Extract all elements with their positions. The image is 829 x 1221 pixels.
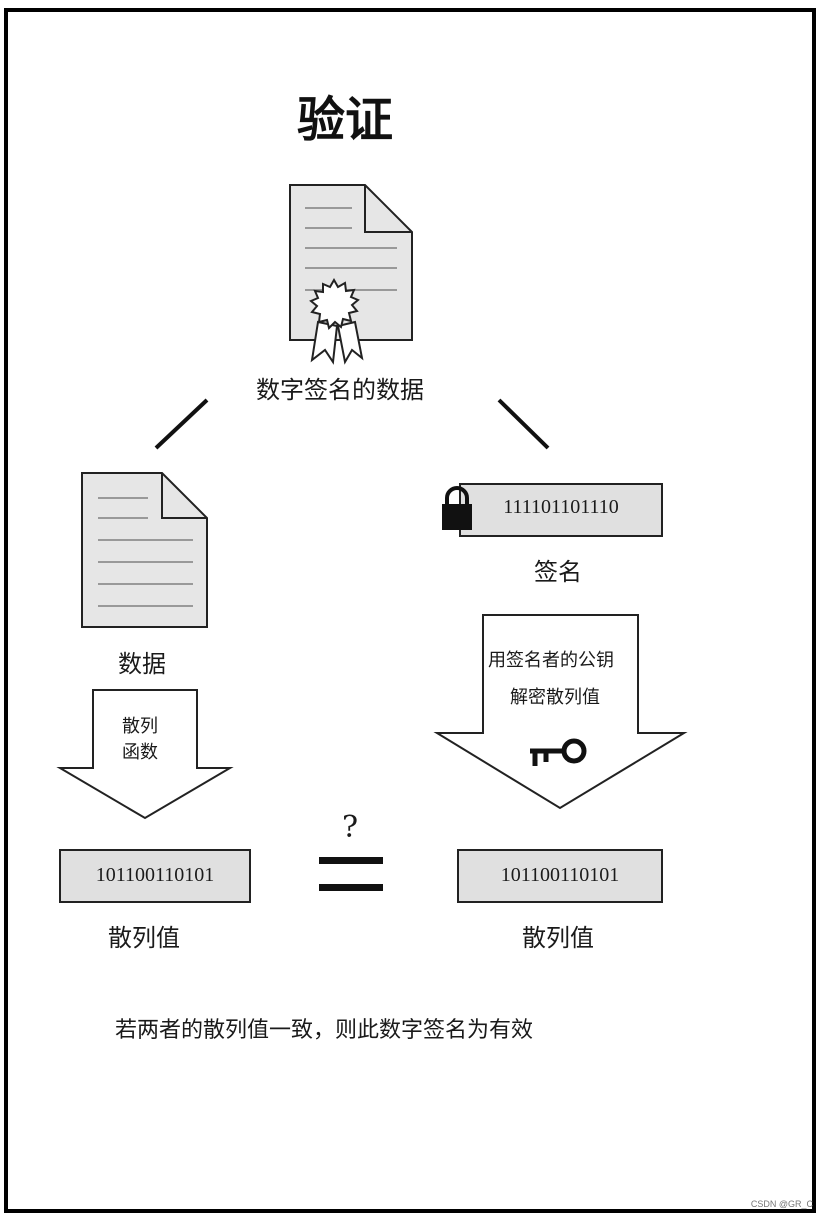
- hash-function-label-line1: 散列: [122, 716, 158, 737]
- key-icon: [530, 738, 587, 766]
- certificate-document-icon: [289, 184, 413, 365]
- right-hash-bits: 101100110101: [500, 864, 620, 886]
- signature-label: 签名: [534, 558, 582, 586]
- connector-right: [497, 398, 550, 450]
- data-label: 数据: [118, 650, 166, 678]
- equals-icon: [319, 857, 383, 891]
- hash-function-label-line2: 函数: [122, 742, 158, 763]
- decrypt-arrow: [433, 614, 688, 810]
- left-hash-box: [59, 849, 251, 903]
- signature-bits: 111101101110: [503, 496, 619, 518]
- hash-function-arrow: [56, 689, 234, 820]
- connector-left: [154, 398, 209, 450]
- signature-box: [459, 483, 663, 537]
- signed-data-label: 数字签名的数据: [256, 376, 424, 404]
- decrypt-label-line1: 用签名者的公钥: [488, 650, 614, 671]
- lock-icon: [442, 486, 472, 530]
- document-icon: [81, 472, 208, 628]
- left-hash-bits: 101100110101: [95, 864, 215, 886]
- page-title: 验证: [296, 92, 393, 148]
- conclusion-text: 若两者的散列值一致，则此数字签名为有效: [115, 1018, 534, 1043]
- watermark: CSDN @GR_C: [750, 1199, 813, 1209]
- left-hash-label: 散列值: [108, 924, 180, 952]
- decrypt-label-line2: 解密散列值: [510, 687, 600, 708]
- compare-question-mark: ?: [342, 810, 359, 845]
- right-hash-box: [457, 849, 663, 903]
- outer-frame: [4, 8, 816, 1213]
- right-hash-label: 散列值: [522, 924, 594, 952]
